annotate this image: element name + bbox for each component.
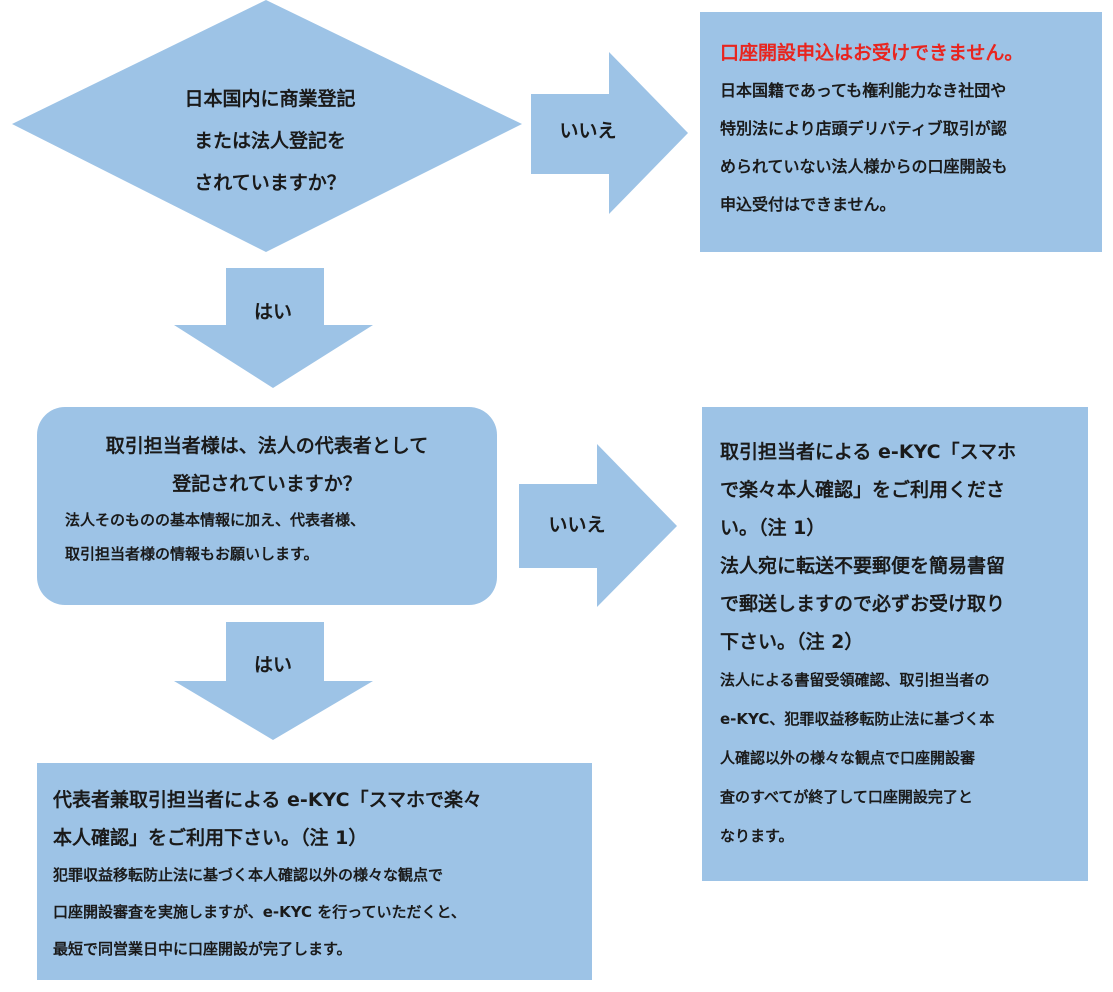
decision-question-1-line: 日本国内に商業登記 [184, 88, 356, 110]
decision-question-1-line: または法人登記を [193, 130, 346, 152]
ekyc-staff-note-line: 人確認以外の様々な観点で口座開設審 [720, 749, 976, 767]
reject-text-line: 特別法により店頭デリバティブ取引が認 [720, 119, 1007, 138]
yes-label-2: はい [253, 654, 292, 676]
arrow-right-no-2 [519, 444, 677, 607]
arrow-down-yes-2 [174, 622, 373, 740]
yes-label-1: はい [253, 301, 292, 323]
decision-question-1: 日本国内に商業登記 または法人登記を されていますか？ [140, 78, 400, 204]
decision-question-2-title: 取引担当者様は、法人の代表者として [105, 435, 429, 457]
ekyc-staff-main-line: 下さい。（注 2） [720, 631, 864, 653]
ekyc-staff-note-line: なります。 [720, 827, 794, 845]
arrow-down-yes-1 [174, 268, 373, 388]
arrow-right-no-1 [531, 52, 688, 214]
reject-box: 口座開設申込はお受けできません。 日本国籍であっても権利能力なき社団や 特別法に… [700, 12, 1102, 252]
ekyc-staff-note-line: e-KYC、犯罪収益移転防止法に基づく本 [720, 710, 995, 728]
ekyc-rep-note-line: 最短で同営業日中に口座開設が完了します。 [53, 940, 352, 958]
ekyc-staff-main-line: で郵送しますので必ずお受け取り [720, 593, 1006, 615]
reject-text-line: 申込受付はできません。 [720, 195, 896, 214]
reject-text-line: められていない法人様からの口座開設も [720, 157, 1008, 176]
decision-question-1-line: されていますか？ [194, 172, 346, 194]
ekyc-staff-note-line: 査のすべてが終了して口座開設完了と [720, 788, 973, 806]
ekyc-rep-main-line: 本人確認」をご利用下さい。（注 1） [53, 827, 368, 849]
ekyc-rep-main-line: 代表者兼取引担当者による e-KYC「スマホで楽々 [53, 789, 482, 811]
reject-title: 口座開設申込はお受けできません。 [720, 42, 1024, 64]
no-label-2: いいえ [548, 514, 606, 536]
reject-text-line: 日本国籍であっても権利能力なき社団や [720, 81, 1007, 100]
ekyc-staff-note-line: 法人による書留受領確認、取引担当者の [720, 671, 990, 689]
decision-question-2-note: 法人そのものの基本情報に加え、代表者様、 [65, 511, 366, 529]
decision-question-2-box: 取引担当者様は、法人の代表者として 登記されていますか？ 法人そのものの基本情報… [37, 407, 497, 605]
ekyc-staff-main-line: で楽々本人確認」をご利用くださ [720, 479, 1006, 501]
ekyc-rep-note-line: 犯罪収益移転防止法に基づく本人確認以外の様々な観点で [53, 866, 444, 884]
ekyc-staff-main-line: 取引担当者による e-KYC「スマホ [720, 441, 1016, 463]
ekyc-rep-box: 代表者兼取引担当者による e-KYC「スマホで楽々 本人確認」をご利用下さい。（… [37, 763, 592, 980]
ekyc-rep-note-line: 口座開設審査を実施しますが、e-KYC を行っていただくと、 [53, 903, 466, 921]
ekyc-staff-box: 取引担当者による e-KYC「スマホ で楽々本人確認」をご利用くださ い。（注 … [702, 407, 1088, 881]
ekyc-staff-main-line: い。（注 1） [720, 517, 826, 539]
no-label-1: いいえ [559, 120, 617, 142]
decision-question-2-note: 取引担当者様の情報もお願いします。 [65, 545, 319, 563]
decision-question-2-title: 登記されていますか？ [172, 473, 362, 495]
decision-diamond [12, 0, 522, 252]
ekyc-staff-main-line: 法人宛に転送不要郵便を簡易書留 [720, 555, 1006, 577]
